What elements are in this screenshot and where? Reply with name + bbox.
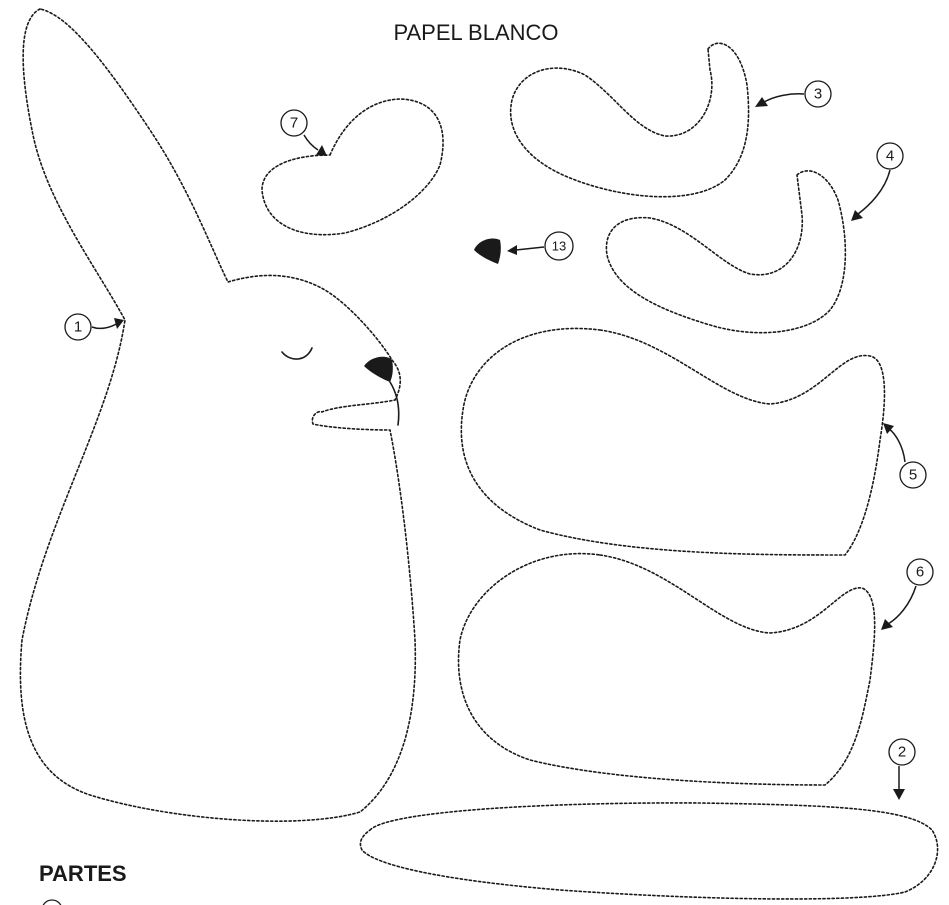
cropped-number-badge-icon <box>42 899 62 905</box>
part-13-number: 13 <box>552 239 566 254</box>
part-5-callout: 5 <box>883 423 927 489</box>
rabbit-mouth-line <box>389 381 400 426</box>
part-6-number: 6 <box>916 564 924 581</box>
part-4-outline <box>605 170 847 334</box>
part-13-number-badge: 13 <box>544 231 574 261</box>
part-5-outline <box>460 327 886 556</box>
part-3-arrowhead-icon <box>755 97 768 107</box>
part-1-arrowhead-icon <box>114 318 124 329</box>
part-7-number: 7 <box>290 115 298 132</box>
part-13-callout: 13 <box>507 231 574 261</box>
part-7-arrow <box>303 134 319 151</box>
part-6-outline <box>457 552 876 786</box>
part-7-callout: 7 <box>280 109 327 156</box>
part-3-arrow <box>763 93 805 103</box>
part-7-number-badge: 7 <box>280 109 308 137</box>
part-5-number-badge: 5 <box>899 461 927 489</box>
rabbit-nose-shape <box>364 356 393 382</box>
part-1-number: 1 <box>74 319 82 336</box>
part-6-callout: 6 <box>881 558 934 630</box>
part-4-number-badge: 4 <box>876 142 904 170</box>
part-4-number: 4 <box>886 148 894 165</box>
part-13-arrowhead-icon <box>507 245 517 255</box>
section-heading-partes: PARTES <box>39 861 127 886</box>
part-5-arrow <box>887 427 906 463</box>
part-2-number: 2 <box>898 744 906 761</box>
part-1-arrow <box>91 322 119 330</box>
page-title: PAPEL BLANCO <box>393 20 558 45</box>
part-1-rabbit-outline <box>19 8 417 822</box>
part-2-callout: 2 <box>888 738 916 800</box>
part-1-callout: 1 <box>64 313 124 341</box>
part-7-arrowhead-icon <box>316 145 327 156</box>
part-4-arrow <box>857 169 891 215</box>
part-3-number: 3 <box>814 86 822 103</box>
part-5-number: 5 <box>909 467 917 484</box>
part-13-shape <box>474 238 501 264</box>
part-13-arrow <box>515 246 545 251</box>
part-6-number-badge: 6 <box>906 558 934 586</box>
part-4-callout: 4 <box>851 142 904 221</box>
part-2-outline <box>359 802 939 900</box>
part-6-arrow <box>887 585 917 625</box>
part-4-arrowhead-icon <box>851 210 863 221</box>
part-6-arrowhead-icon <box>881 619 893 630</box>
part-3-callout: 3 <box>755 80 832 108</box>
rabbit-eye-line <box>281 347 313 360</box>
part-3-outline <box>509 42 750 198</box>
part-2-number-badge: 2 <box>888 738 916 766</box>
part-7-outline <box>261 98 444 236</box>
part-5-arrowhead-icon <box>883 423 894 434</box>
part-3-number-badge: 3 <box>804 80 832 108</box>
part-2-arrowhead-icon <box>893 789 905 800</box>
part-1-number-badge: 1 <box>64 313 92 341</box>
